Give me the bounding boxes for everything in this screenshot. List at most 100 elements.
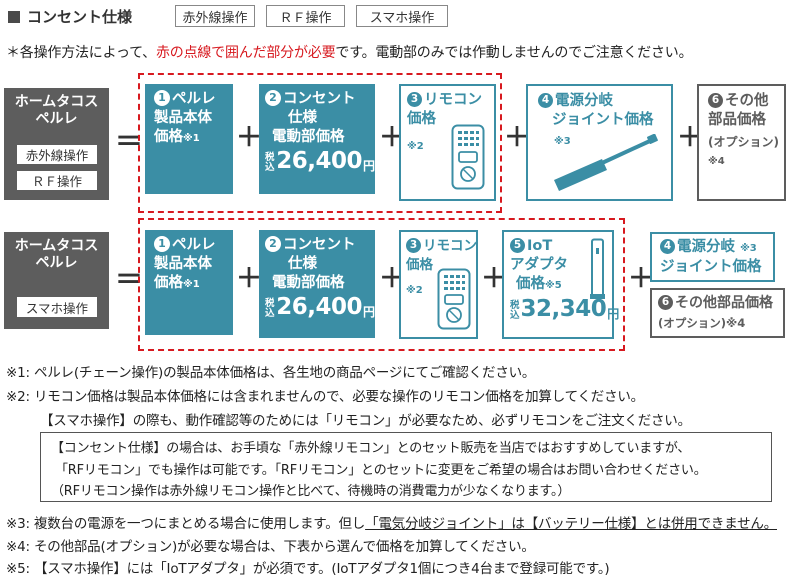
- row2-item5-l3: 価格: [516, 276, 545, 292]
- number-4-icon: 4: [538, 93, 553, 108]
- row1-item1-ref: ※1: [183, 133, 200, 144]
- row2-iot-yen: 円: [607, 307, 620, 321]
- note-3-text: ※3: 複数台の電源を一つにまとめる場合に使用します。但し: [6, 516, 366, 532]
- row2-item4-l1: 電源分岐: [677, 239, 735, 255]
- row2-item4-l2: ジョイント価格: [660, 259, 762, 275]
- power-joint-icon: [554, 134, 658, 191]
- row1-product-box: ホームタコス ペルレ 赤外線操作 ＲＦ操作: [4, 88, 109, 200]
- row1-plus-1: ＋: [236, 123, 263, 153]
- row2-item6-l1: その他部品価格: [675, 295, 773, 311]
- row1-item2-l3: 電動部価格: [272, 129, 345, 145]
- number-2-icon: 2: [265, 236, 281, 252]
- note-4: ※4: その他部品(オプション)が必要な場合は、下表から選んで価格を加算してくだ…: [6, 539, 535, 555]
- row1-item3-l2: 価格: [407, 111, 436, 127]
- row2-item3-l2: 価格: [406, 257, 433, 273]
- row1-item4-l1: 電源分岐: [555, 93, 613, 109]
- row2-item1-l1: ペルレ: [172, 237, 216, 253]
- row2-item2-l1: コンセント: [283, 237, 356, 253]
- row1-required-frame: [138, 73, 502, 213]
- iot-adapter-icon: [590, 238, 605, 299]
- tag-infrared: 赤外線操作: [175, 5, 255, 27]
- note-2: ※2: リモコン価格は製品本体価格には含まれませんので、必要な操作のリモコン価格…: [6, 389, 644, 405]
- row2-required-frame: [138, 218, 625, 351]
- row2-item5-ref: ※5: [545, 280, 562, 291]
- row1-tag-rf: ＲＦ操作: [16, 170, 98, 191]
- row1-tag-infrared: 赤外線操作: [16, 144, 98, 165]
- row1-item6-l3: (オプション): [708, 135, 779, 149]
- number-1-icon: 1: [154, 236, 170, 252]
- number-6-icon: 6: [658, 295, 673, 310]
- row2-item3-l1: リモコン: [423, 238, 477, 254]
- row1-price: 26,400: [276, 148, 362, 174]
- row1-item6-l2: 部品価格: [708, 112, 766, 128]
- row1-item2-l1: コンセント: [283, 91, 356, 107]
- row2-product-box: ホームタコス ペルレ スマホ操作: [4, 232, 109, 329]
- row1-plus-3: ＋: [504, 123, 531, 153]
- row1-tax-label: 税込: [265, 152, 275, 173]
- row2-product-title1: ホームタコス: [14, 238, 99, 254]
- row1-yen: 円: [362, 159, 375, 173]
- row2-price: 26,400: [276, 294, 362, 320]
- row2-item1-l3: 価格: [154, 275, 183, 291]
- intro-text: ＊各操作方法によって、赤の点線で囲んだ部分が必要です。電動部のみでは作動しません…: [6, 45, 693, 61]
- note-3: ※3: 複数台の電源を一つにまとめる場合に使用します。但し「電気分岐ジョイント」…: [6, 512, 777, 532]
- note-5: ※5: 【スマホ操作】には「IoTアダプタ」が必須です。(IoTアダプタ1個につ…: [6, 561, 610, 577]
- note-box-line3: （RFリモコン操作は赤外線リモコン操作と比べて、待機時の消費電力が少なくなります…: [51, 484, 571, 499]
- row2-item2-l3: 電動部価格: [272, 275, 345, 291]
- row2-iot-price: 32,340: [520, 296, 607, 322]
- row2-iot-tax-label: 税込: [510, 300, 520, 321]
- row2-item1-ref: ※1: [183, 279, 200, 290]
- row2-item4-ref: ※3: [740, 243, 757, 254]
- row1-item2-l2: 仕様: [288, 110, 317, 126]
- row2-item5-l2: アダプタ: [510, 257, 568, 273]
- intro-highlight: 赤の点線で囲んだ部分が必要: [155, 45, 336, 61]
- note-3-underlined: 「電気分岐ジョイント」は【バッテリー仕様】とは併用できません。: [365, 516, 777, 532]
- row2-item3-ref: ※2: [406, 285, 423, 296]
- remote-control-icon: [451, 124, 485, 190]
- tag-smartphone: スマホ操作: [356, 5, 448, 27]
- remote-control-icon: [437, 268, 471, 330]
- note-2b: 【スマホ操作】の際も、動作確認等のためには「リモコン」が必要なため、必ずリモコン…: [40, 413, 691, 429]
- row1-item4-l2: ジョイント価格: [552, 112, 654, 128]
- tag-rf: ＲＦ操作: [266, 5, 345, 27]
- row1-item3-ref: ※2: [407, 141, 424, 152]
- section-title: コンセント仕様: [27, 8, 133, 26]
- number-6-icon: 6: [708, 93, 723, 108]
- row1-item1-l3: 価格: [154, 129, 183, 145]
- row1-item4-ref: ※3: [554, 136, 571, 147]
- number-4-icon: 4: [660, 239, 675, 254]
- note-box-line1: 【コンセント仕様】の場合は、お手頃な「赤外線リモコン」とのセット販売を当店ではお…: [51, 441, 691, 456]
- row2-item6-ref: ※4: [726, 316, 746, 330]
- row2-plus-1: ＋: [236, 264, 263, 294]
- number-5-icon: 5: [510, 238, 525, 253]
- note-box-line2: 「RFリモコン」でも操作は可能です。「RFリモコン」とのセットに変更をご希望の場…: [55, 463, 707, 478]
- row2-item1-l2: 製品本体: [154, 256, 212, 272]
- row1-product-title1: ホームタコス: [14, 94, 99, 110]
- note-1: ※1: ペルレ(チェーン操作)の製品本体価格は、各生地の商品ページにてご確認くだ…: [6, 365, 536, 381]
- row1-item1-l2: 製品本体: [154, 110, 212, 126]
- row2-item2-l2: 仕様: [288, 256, 317, 272]
- row1-item1-l1: ペルレ: [172, 91, 216, 107]
- row2-item5-l1: IoT: [527, 238, 553, 254]
- row1-item3-l1: リモコン: [424, 92, 482, 108]
- remote-note-box: 【コンセント仕様】の場合は、お手頃な「赤外線リモコン」とのセット販売を当店ではお…: [40, 432, 772, 502]
- row1-product-title2: ペルレ: [35, 111, 78, 127]
- header-square-icon: [8, 11, 20, 23]
- number-2-icon: 2: [265, 90, 281, 106]
- number-1-icon: 1: [154, 90, 170, 106]
- row2-item6-l2: (オプション): [658, 316, 727, 330]
- row1-item6-ref: ※4: [708, 156, 725, 167]
- row1-item6-l1: その他: [725, 93, 769, 109]
- number-3-icon: 3: [407, 92, 422, 107]
- row2-yen: 円: [362, 305, 375, 319]
